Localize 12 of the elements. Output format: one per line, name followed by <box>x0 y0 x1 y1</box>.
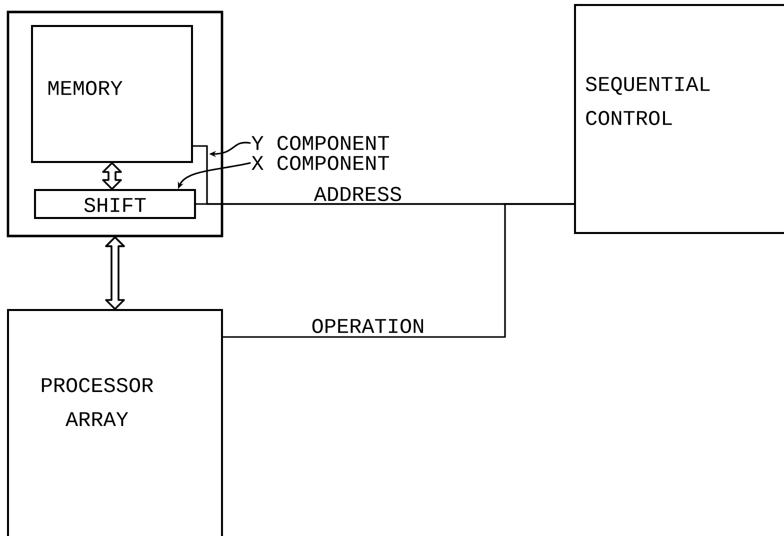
edge-label: OPERATION <box>312 318 424 334</box>
component-label: X COMPONENT <box>252 156 390 170</box>
shift-box: SHIFT <box>34 189 196 219</box>
double-arrow <box>102 162 122 190</box>
edge-label: ADDRESS <box>314 186 402 202</box>
processor-box: PROCESSOR ARRAY <box>7 309 223 536</box>
double-arrow <box>105 236 125 310</box>
connector-line <box>222 203 575 338</box>
memory-box: MEMORY <box>31 25 193 163</box>
component-label: Y COMPONENT <box>252 136 390 150</box>
module-box <box>6 10 224 238</box>
control-box: SEQUENTIAL CONTROL <box>574 4 784 234</box>
